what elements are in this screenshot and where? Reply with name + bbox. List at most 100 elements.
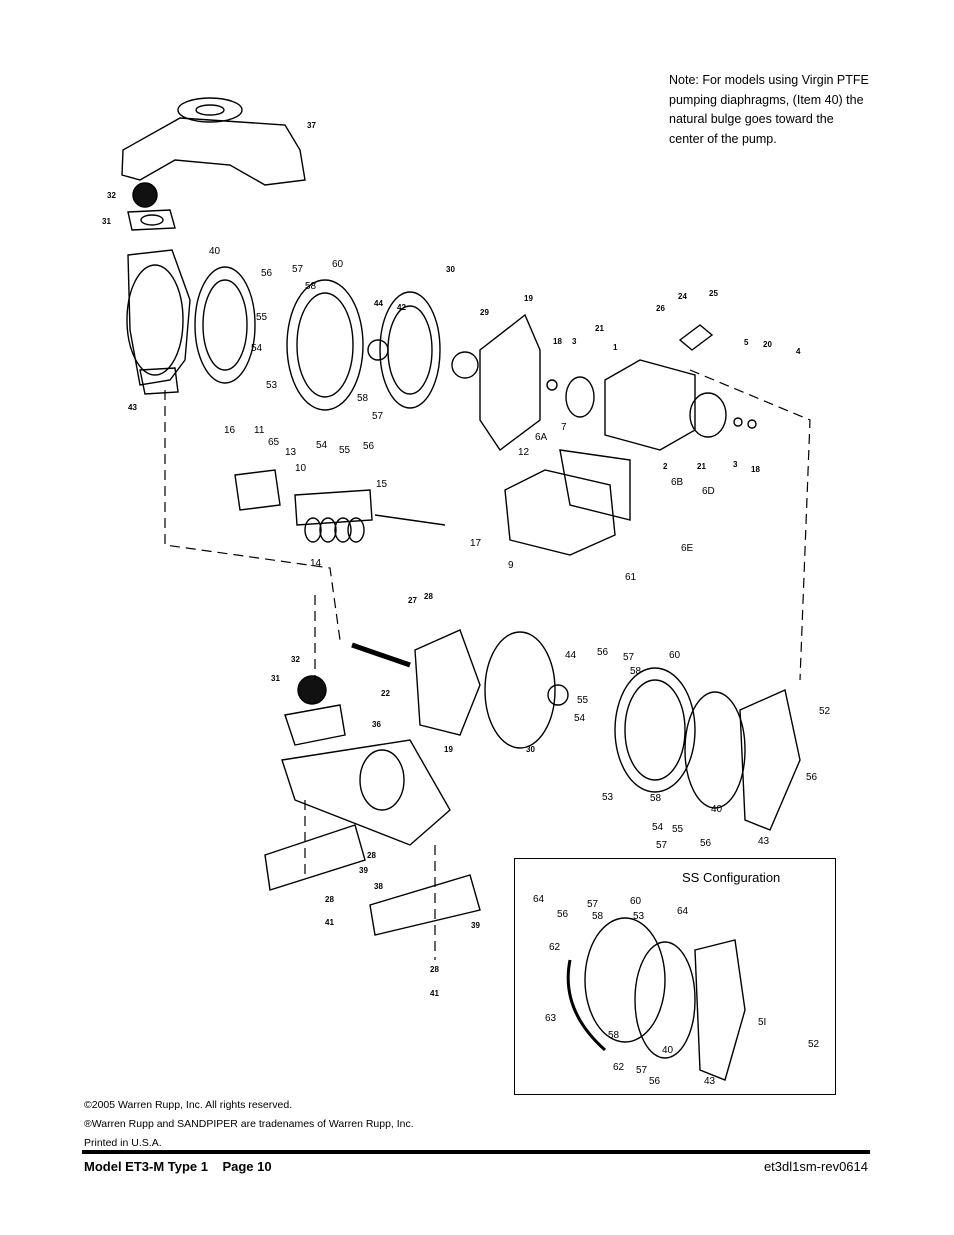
- callout: 18: [553, 337, 562, 346]
- callout: 56: [261, 268, 273, 279]
- callout: 13: [285, 447, 297, 458]
- callout: 39: [471, 921, 480, 930]
- callout: 15: [376, 479, 388, 490]
- callout: 42: [397, 303, 406, 312]
- callout: 1: [613, 343, 618, 352]
- callout: 54: [251, 343, 263, 354]
- ss-callout: 57: [587, 899, 599, 910]
- ss-callout: 57: [636, 1065, 648, 1076]
- callout: 12: [518, 447, 530, 458]
- callout: 61: [625, 572, 637, 583]
- callout: 57: [292, 264, 304, 275]
- callout: 41: [325, 918, 334, 927]
- callout: 25: [709, 289, 718, 298]
- callout: 17: [470, 538, 482, 549]
- ss-callout: 62: [549, 942, 561, 953]
- callout: 54: [316, 440, 328, 451]
- callout: 18: [751, 465, 760, 474]
- callout: 31: [271, 674, 280, 683]
- callout: 21: [595, 324, 604, 333]
- ss-callout: 58: [592, 911, 604, 922]
- callout: 6B: [671, 477, 684, 488]
- callout: 41: [430, 989, 439, 998]
- copyright: ©2005 Warren Rupp, Inc. All rights reser…: [84, 1099, 293, 1111]
- ss-configuration-title: SS Configuration: [682, 870, 781, 885]
- model-page: Model ET3-M Type 1 Page 10: [84, 1159, 272, 1174]
- ss-callout: 40: [662, 1045, 674, 1056]
- callout: 3: [572, 337, 577, 346]
- callout: 55: [577, 695, 589, 706]
- callout: 26: [656, 304, 665, 313]
- ss-callout: 53: [633, 911, 645, 922]
- ss-callout: 58: [608, 1030, 620, 1041]
- ss-callout: 62: [613, 1062, 625, 1073]
- callout: 38: [374, 882, 383, 891]
- callout: 56: [806, 772, 818, 783]
- ss-callout: 56: [649, 1076, 661, 1087]
- callout: 19: [444, 745, 453, 754]
- callout: 44: [374, 299, 383, 308]
- footer-rule: [82, 1150, 870, 1154]
- ss-callout: 63: [545, 1013, 557, 1024]
- callout: 53: [602, 792, 614, 803]
- callout: 54: [652, 822, 664, 833]
- callout: 14: [310, 558, 322, 569]
- callout: 2: [663, 462, 668, 471]
- callout: 54: [574, 713, 586, 724]
- callout: 60: [669, 650, 681, 661]
- ss-callout: 5I: [758, 1017, 766, 1028]
- trademark: ®Warren Rupp and SANDPIPER are tradename…: [84, 1118, 414, 1130]
- document-id: et3dl1sm-rev0614: [763, 1159, 868, 1174]
- callout: 21: [697, 462, 706, 471]
- callout: 31: [102, 217, 111, 226]
- callout: 39: [359, 866, 368, 875]
- callout: 55: [339, 445, 351, 456]
- callout: 30: [526, 745, 535, 754]
- callout: 30: [446, 265, 455, 274]
- callout: 10: [295, 463, 307, 474]
- callout: 9: [508, 560, 514, 571]
- callout: 3: [733, 460, 738, 469]
- callout: 7: [561, 422, 567, 433]
- callout: 6A: [535, 432, 548, 443]
- ss-callout: 52: [808, 1039, 820, 1050]
- diaphragm-note: Note: For models using Virgin PTFE pumpi…: [669, 73, 869, 146]
- callout: 28: [424, 592, 433, 601]
- callout: 56: [597, 647, 609, 658]
- callout: 28: [430, 965, 439, 974]
- callout: 40: [711, 804, 723, 815]
- callout: 56: [700, 838, 712, 849]
- callout: 44: [565, 650, 577, 661]
- callout: 4: [796, 347, 801, 356]
- callout: 20: [763, 340, 772, 349]
- callout: 58: [305, 281, 317, 292]
- callout: 27: [408, 596, 417, 605]
- callout: 24: [678, 292, 687, 301]
- ss-callout: 56: [557, 909, 569, 920]
- callout: 36: [372, 720, 381, 729]
- callout: 43: [128, 403, 137, 412]
- callout: 22: [381, 689, 390, 698]
- callout: 6E: [681, 543, 694, 554]
- callout: 55: [256, 312, 268, 323]
- callout: 65: [268, 437, 280, 448]
- callout: 32: [291, 655, 300, 664]
- callout: 58: [357, 393, 369, 404]
- callout: 57: [623, 652, 635, 663]
- callout: 58: [650, 793, 662, 804]
- callout: 5: [744, 338, 749, 347]
- callout: 57: [372, 411, 384, 422]
- ss-configuration-box: [514, 858, 836, 1095]
- ss-callout: 64: [677, 906, 689, 917]
- ss-callout: 43: [704, 1076, 716, 1087]
- callout: 37: [307, 121, 316, 130]
- ss-callout: 60: [630, 896, 642, 907]
- ss-callout: 64: [533, 894, 545, 905]
- callout: 16: [224, 425, 236, 436]
- callout: 53: [266, 380, 278, 391]
- callout: 58: [630, 666, 642, 677]
- callout: 28: [367, 851, 376, 860]
- callout: 60: [332, 259, 344, 270]
- callout: 29: [480, 308, 489, 317]
